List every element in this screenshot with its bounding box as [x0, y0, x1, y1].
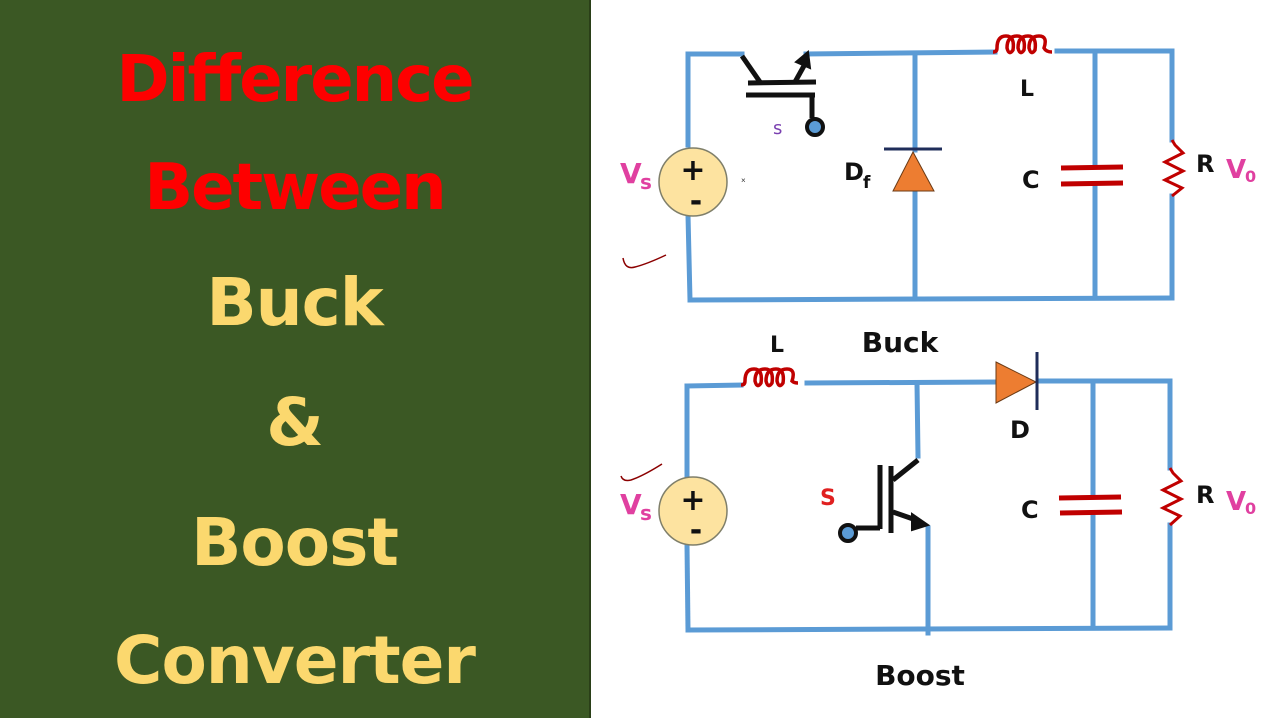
boost-diode-label: D: [1010, 416, 1030, 444]
boost-capacitor-icon: [1058, 494, 1123, 516]
boost-annotation-mark: [620, 463, 663, 482]
boost-caption: Boost: [875, 659, 965, 692]
boost-diode-icon: [995, 352, 1039, 410]
boost-circuit: + - V s L S D: [620, 333, 1256, 636]
buck-vs-subscript: s: [640, 170, 652, 194]
buck-capacitor-icon: [1060, 164, 1124, 187]
boost-inductor-icon: [740, 367, 799, 388]
buck-capacitor-label: C: [1022, 166, 1040, 194]
boost-vo-subscript: 0: [1245, 499, 1256, 518]
title-line-boost: Boost: [191, 504, 399, 581]
buck-inductor-icon: [992, 34, 1053, 55]
buck-diode-label: D: [844, 158, 864, 186]
buck-resistor-icon: [1161, 139, 1187, 198]
boost-vs-label: V: [620, 488, 642, 521]
buck-source-circle: [658, 147, 728, 217]
boost-inductor-label: L: [770, 333, 784, 358]
buck-vs-label: V: [620, 157, 642, 190]
buck-diode-icon: [884, 147, 942, 192]
boost-switch-icon: [838, 458, 931, 543]
title-line-difference: Difference: [116, 43, 474, 117]
buck-stray-mark: ×: [741, 176, 746, 185]
title-line-ampersand: &: [266, 384, 324, 461]
boost-source-minus: -: [690, 513, 702, 548]
buck-resistor-label: R: [1196, 150, 1214, 178]
boost-source-circle: [658, 476, 728, 546]
boost-capacitor-label: C: [1021, 496, 1039, 524]
boost-vs-subscript: s: [640, 501, 652, 525]
buck-source-minus: -: [690, 184, 702, 219]
buck-circuit: + - V s s D f: [620, 34, 1256, 303]
circuit-diagrams: + - V s s D f: [590, 0, 1280, 720]
boost-resistor-label: R: [1196, 481, 1214, 509]
title-panel: Difference Between Buck & Boost Converte…: [0, 0, 591, 718]
buck-source-plus: +: [680, 153, 705, 188]
buck-vo-subscript: 0: [1245, 167, 1256, 186]
buck-vo-label: V: [1226, 155, 1246, 185]
buck-wires: [685, 48, 1175, 303]
boost-resistor-icon: [1159, 467, 1185, 527]
buck-diode-subscript: f: [863, 173, 871, 193]
buck-switch-label: s: [773, 118, 782, 139]
buck-voltage-source: + -: [658, 147, 728, 219]
buck-caption: Buck: [862, 326, 940, 359]
title-line-converter: Converter: [114, 622, 476, 699]
boost-switch-label: S: [820, 486, 836, 511]
buck-switch-icon: [739, 50, 825, 137]
boost-vo-label: V: [1226, 487, 1246, 517]
boost-voltage-source: + -: [658, 476, 728, 548]
title-line-buck: Buck: [206, 264, 383, 341]
boost-wires: [684, 378, 1173, 636]
title-line-between: Between: [144, 151, 446, 225]
buck-annotation-mark: [622, 254, 667, 269]
boost-source-plus: +: [680, 483, 705, 518]
buck-inductor-label: L: [1020, 77, 1034, 102]
